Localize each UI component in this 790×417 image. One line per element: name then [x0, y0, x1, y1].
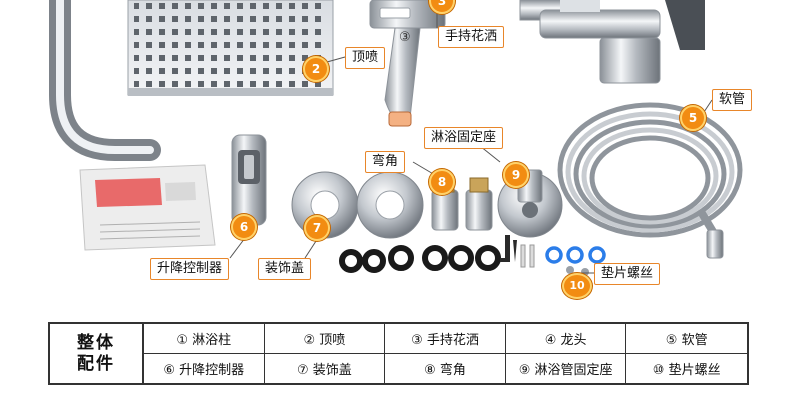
callout-8-label: 弯角 [365, 151, 406, 173]
callout-3-label: 手持花洒 [438, 26, 505, 48]
callout-2-label: 顶喷 [345, 47, 386, 69]
parts-cell: ⑦ 装饰盖 [265, 353, 386, 383]
parts-cell: ⑨ 淋浴管固定座 [506, 353, 627, 383]
callout-7-number: 7 [304, 215, 330, 241]
callout-7-label: 装饰盖 [258, 258, 312, 280]
manual-booklet [79, 164, 216, 251]
callout-2-number: 2 [303, 56, 329, 82]
shower-fixing-seat [497, 169, 563, 238]
callout-10-number: 10 [562, 273, 592, 299]
parts-table-grid: ① 淋浴柱 ② 顶喷 ③ 手持花洒 ④ 龙头 ⑤ 软管 ⑥ 升降控制器 ⑦ 装饰… [144, 324, 747, 383]
blue-gaskets [545, 246, 606, 264]
parts-cell: ⑥ 升降控制器 [144, 353, 265, 383]
callout-6-label: 升降控制器 [150, 258, 230, 280]
callout-10-label: 垫片螺丝 [594, 263, 661, 285]
hand-shower [369, 0, 446, 127]
parts-table-header-line-1: 整体 [77, 332, 115, 353]
callout-5-label: 软管 [712, 89, 753, 111]
hose-coil [557, 102, 743, 259]
hand-shower-mark: ③ [399, 30, 411, 45]
callout-8-number: 8 [429, 169, 455, 195]
shower-arm-pipe [49, 0, 161, 161]
parts-cell: ⑧ 弯角 [385, 353, 506, 383]
faucet [519, 0, 705, 84]
wall-plugs-and-key [500, 235, 535, 268]
lift-controller [231, 134, 267, 226]
callout-5-number: 5 [680, 105, 706, 131]
black-gaskets [339, 245, 501, 273]
parts-cell: ③ 手持花洒 [385, 324, 506, 354]
top-shower-head [127, 0, 334, 96]
parts-cell: ② 顶喷 [264, 324, 386, 354]
parts-table-header-line-2: 配件 [77, 353, 115, 374]
callout-9-label: 淋浴固定座 [424, 127, 504, 149]
parts-cell: ⑩ 垫片螺丝 [652, 362, 721, 378]
parts-cell: ⑤ 软管 [626, 324, 747, 354]
callout-9-number: 9 [503, 162, 529, 188]
parts-cell: ④ 龙头 [505, 324, 627, 354]
parts-cell: ① 淋浴柱 [144, 324, 265, 354]
parts-table: 整体 配件 ① 淋浴柱 ② 顶喷 ③ 手持花洒 ④ 龙头 ⑤ 软管 ⑥ 升降控制… [48, 322, 749, 385]
parts-table-header: 整体 配件 [50, 324, 144, 383]
callout-6-number: 6 [231, 214, 257, 240]
